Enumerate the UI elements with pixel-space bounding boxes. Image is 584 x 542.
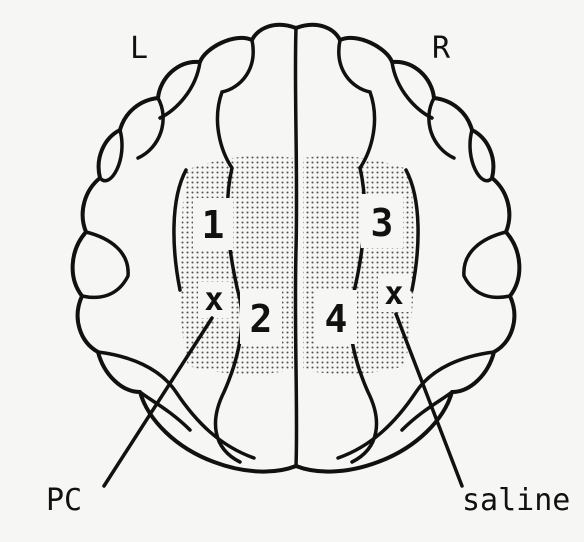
pc-caption: PC	[46, 483, 82, 518]
pc-leader-line	[104, 318, 212, 486]
midline-fissure	[295, 28, 296, 466]
saline-caption: saline	[462, 483, 570, 518]
right-hemisphere-label: R	[432, 31, 451, 66]
region-3-label: 3	[371, 201, 394, 245]
region-1-label: 1	[202, 203, 225, 247]
left-hemisphere-label: L	[130, 31, 148, 66]
region-2-label: 2	[250, 297, 273, 341]
saline-site-mark: x	[384, 274, 403, 312]
region-4-label: 4	[325, 297, 348, 341]
pc-site-mark: x	[204, 280, 223, 318]
saline-leader-line	[396, 314, 462, 486]
